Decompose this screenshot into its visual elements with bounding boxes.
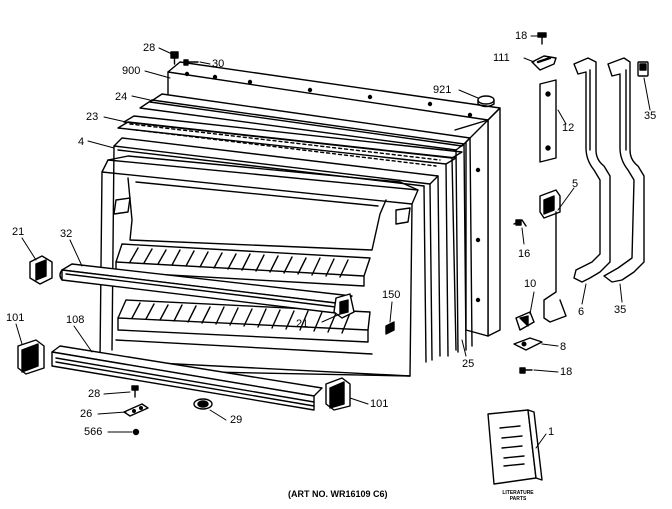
callout-1: 1 xyxy=(548,426,555,438)
stop-10 xyxy=(515,311,535,331)
callout-26: 26 xyxy=(80,408,93,420)
callout-921: 921 xyxy=(433,84,452,96)
callout-10: 10 xyxy=(524,278,537,290)
screw-28-top xyxy=(170,51,179,65)
door-handle-35 xyxy=(603,57,645,283)
handle-block-5 xyxy=(539,189,567,323)
art-number-caption: (ART NO. WR16109 C6) xyxy=(288,489,388,499)
door-liner-frame xyxy=(117,115,463,357)
callout-101-right: 101 xyxy=(370,398,389,410)
literature-booklet xyxy=(487,409,543,485)
bottom-end-cap-left xyxy=(17,339,45,375)
screw-18-top xyxy=(537,32,547,45)
hinge-cap-111 xyxy=(531,55,557,71)
bottom-hardware xyxy=(123,385,213,436)
callout-18-bottom: 18 xyxy=(560,366,573,378)
callout-35-bottom: 35 xyxy=(614,304,627,316)
callout-21-right: 21 xyxy=(296,318,309,330)
callout-16: 16 xyxy=(518,248,531,260)
callout-101-left: 101 xyxy=(6,312,25,324)
hinge-bracket-8 xyxy=(513,337,543,351)
callout-4: 4 xyxy=(78,136,85,148)
bottom-shelf-bar xyxy=(51,345,323,411)
shelf-ribs-lower xyxy=(131,302,351,334)
door-handle-6 xyxy=(573,57,611,283)
screw-16 xyxy=(513,219,527,227)
callout-900: 900 xyxy=(122,65,141,77)
literature-label-line-1: LITERATURE xyxy=(502,490,534,496)
callout-566: 566 xyxy=(84,426,103,438)
callout-21-left: 21 xyxy=(12,226,25,238)
callout-6: 6 xyxy=(578,306,585,318)
callout-24: 24 xyxy=(115,91,128,103)
callout-5: 5 xyxy=(572,178,579,190)
screw-30 xyxy=(183,59,199,66)
screw-150 xyxy=(385,321,395,335)
shelf-end-cap-right xyxy=(333,293,355,319)
callout-28-bottom: 28 xyxy=(88,388,101,400)
shelf-ribs-upper xyxy=(129,247,349,278)
callout-111: 111 xyxy=(493,52,510,64)
bottom-end-cap-right xyxy=(325,377,351,411)
callout-8: 8 xyxy=(560,341,567,353)
callout-28-top: 28 xyxy=(143,42,156,54)
door-liner xyxy=(99,155,419,377)
door-gasket xyxy=(139,93,473,353)
callout-150: 150 xyxy=(382,289,401,301)
callout-108: 108 xyxy=(66,314,85,326)
plug-921 xyxy=(477,95,495,108)
door-breaker-frame xyxy=(111,137,441,363)
callout-35-top: 35 xyxy=(644,110,657,122)
literature-label-line-2: PARTS xyxy=(509,496,527,502)
callout-25: 25 xyxy=(462,358,475,370)
callout-30: 30 xyxy=(212,58,225,70)
callout-18-top: 18 xyxy=(515,30,528,42)
hinge-bar-12 xyxy=(539,79,557,163)
shelf-end-cap-left xyxy=(29,255,53,285)
callout-29: 29 xyxy=(230,414,243,426)
callout-32: 32 xyxy=(60,228,73,240)
literature-label: LITERATURE PARTS xyxy=(492,490,544,502)
leader-lines xyxy=(15,35,651,449)
callout-23: 23 xyxy=(86,111,99,123)
screw-18-bottom xyxy=(519,367,533,374)
handle-cap-35 xyxy=(637,61,649,77)
callout-12: 12 xyxy=(562,122,575,134)
door-shelf-bar xyxy=(59,263,353,315)
